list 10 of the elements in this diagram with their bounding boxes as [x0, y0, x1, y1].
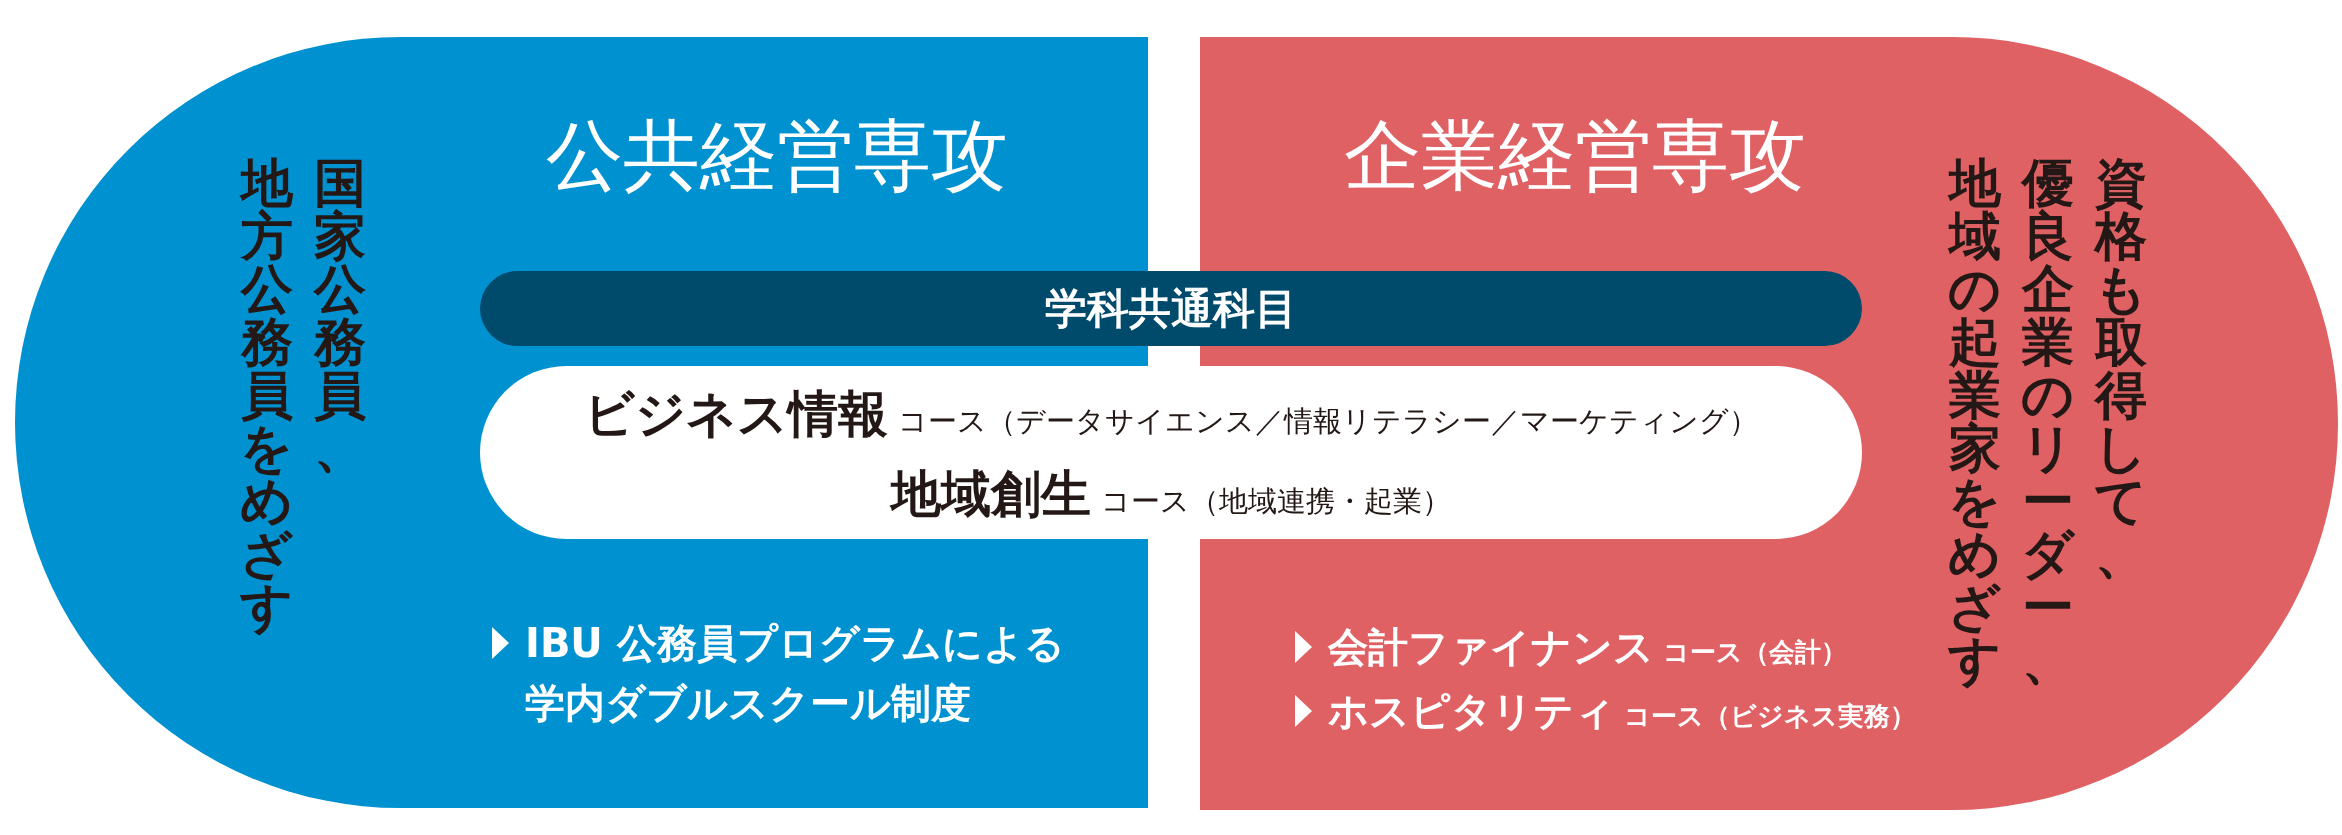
banner-bar: 学科共通科目 [480, 271, 1862, 346]
vertical-text: 資格も取得して、優良企業のリーダー、地域の起業家をめざす [1946, 152, 2148, 692]
panel-title: 公共経営専攻 [546, 117, 1008, 194]
vertical-text: 国家公務員、地方公務員をめざす [238, 152, 367, 639]
course-text: 地域創生 コース（地域連携・起業） [891, 466, 1451, 525]
bullet-text: ホスピタリティ コース（ビジネス実務） [1328, 687, 1917, 736]
panel-title: 企業経営専攻 [1344, 117, 1806, 194]
bullet-text: 会計ファイナンス コース（会計） [1328, 623, 1848, 672]
course-text: ビジネス情報 コース（データサイエンス／情報リテラシー／マーケティング） [584, 386, 1758, 445]
bullet-text: IBU 公務員プログラムによる学内ダブルスクール制度 [525, 619, 1066, 728]
